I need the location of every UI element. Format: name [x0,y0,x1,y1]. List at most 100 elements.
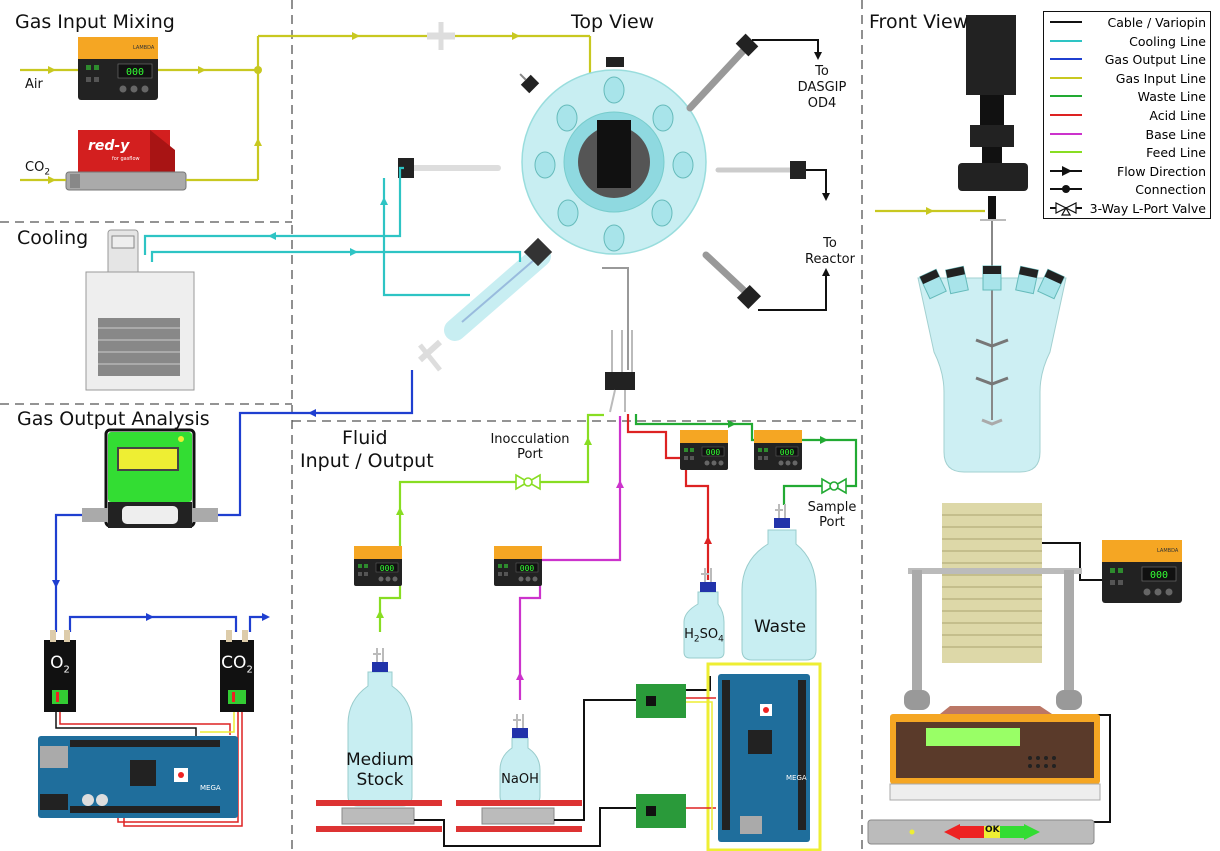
section-title-gas-output-analysis: Gas Output Analysis [17,408,210,430]
waste-pump [754,430,802,470]
section-title-fluid-line1: Fluid [342,427,388,449]
legend-item: 3-Way L-Port Valve [1044,200,1210,217]
legend-swatch [1048,70,1084,86]
legend-swatch [1048,14,1084,30]
legend-item: Acid Line [1044,107,1210,124]
legend-item: Cooling Line [1044,33,1210,50]
acid-pump [680,430,728,470]
section-title-top-view: Top View [571,11,654,33]
arduino-right: MEGA [708,664,820,850]
label-to-reactor-1: To [823,236,837,251]
legend-item: Gas Input Line [1044,70,1210,87]
legend-item: Waste Line [1044,88,1210,105]
svg-text:for gasflow: for gasflow [112,156,140,162]
section-title-fluid-line2: Input / Output [300,450,434,472]
co2-mass-flow-controller: red-y for gasflow [66,130,186,190]
legend-label: Waste Line [1138,89,1206,104]
legend-label: Base Line [1146,127,1206,142]
h2so4-so: SO [700,627,718,642]
legend-swatch [1048,181,1084,197]
co2-sensor-text: CO [221,653,246,673]
legend-label: Cable / Variopin [1108,15,1206,30]
legend-label: Cooling Line [1129,34,1206,49]
co2-sub: 2 [44,168,50,178]
heating-jacket [942,503,1042,663]
fluid-wiring [686,698,716,830]
label-inoculation-2: Port [517,447,543,462]
svg-text:MEGA: MEGA [786,774,807,782]
ph-probe [706,255,761,309]
co2-sensor-sub: 2 [246,664,252,675]
svg-text:000: 000 [1150,570,1168,581]
sample-valve [822,479,846,493]
cooling-lines [145,168,520,295]
od-probe [690,34,758,108]
temperature-probe [718,161,806,179]
legend-swatch [1048,163,1084,179]
h2so4-h: H [684,627,694,642]
feed-pump [354,546,402,586]
svg-text:LAMBDA: LAMBDA [1157,548,1179,554]
label-medium-1: Medium [346,750,414,770]
heat-finger [398,158,498,178]
label-ok: OK [985,825,1000,835]
front-reactor-vessel [918,220,1066,472]
legend-label: Connection [1135,182,1206,197]
h2so4-sub2: 4 [718,635,724,645]
legend-label: Gas Input Line [1116,71,1206,86]
label-h2so4: H2SO4 [684,627,724,645]
label-to-dasgip-1: To [815,64,829,79]
section-title-front-view: Front View [869,11,968,33]
label-sample-1: Sample [808,500,857,515]
label-inoculation-1: Inocculation [490,432,569,447]
legend-label: Acid Line [1149,108,1206,123]
legend-swatch [1048,126,1084,142]
arduino-left: MEGA [38,736,238,818]
load-cells [316,800,582,832]
o2-text: O [50,653,63,673]
legend-item: Connection [1044,181,1210,198]
top-port-fitting [602,268,635,412]
feed-line [380,415,604,632]
label-to-dasgip-3: OD4 [808,96,837,111]
legend-swatch [1048,144,1084,160]
section-title-cooling: Cooling [17,227,88,249]
legend-item: Gas Output Line [1044,51,1210,68]
legend-item: Base Line [1044,126,1210,143]
legend-swatch [1048,88,1084,104]
inoculation-valve [516,475,540,489]
legend-swatch [1048,51,1084,67]
balance [890,706,1100,800]
heater-controller: LAMBDA 000 [1102,540,1182,603]
cooling-arrows [268,197,388,256]
legend-label: Flow Direction [1117,164,1206,179]
label-to-reactor-2: Reactor [805,252,855,267]
naoh-bottle [500,714,540,804]
gas-connection-dot [254,66,262,74]
label-co2-input: CO2 [25,160,50,178]
level-indicator [868,820,1094,844]
label-waste: Waste [754,617,806,637]
air-mass-flow-controller: LAMBDA 000 [78,37,158,100]
chiller [86,230,194,390]
svg-text:000: 000 [126,67,144,78]
co2-text: CO [25,160,44,175]
label-medium-2: Stock [356,770,403,790]
label-co2-sensor: CO2 [221,653,253,675]
legend-label: Feed Line [1146,145,1206,160]
label-air: Air [25,77,43,92]
label-sample-2: Port [819,515,845,530]
gas-filter [427,22,455,50]
legend-item: Feed Line [1044,144,1210,161]
legend-swatch [1048,33,1084,49]
condenser [420,238,552,370]
label-naoh: NaOH [501,772,539,787]
gas-output-flowmeter [82,430,218,528]
section-title-gas-input-mixing: Gas Input Mixing [15,11,175,33]
legend-item: Cable / Variopin [1044,14,1210,31]
reactor-top-view [515,57,706,254]
svg-text:LAMBDA: LAMBDA [133,45,155,51]
legend-label: 3-Way L-Port Valve [1090,201,1206,216]
legend-label: Gas Output Line [1105,52,1206,67]
